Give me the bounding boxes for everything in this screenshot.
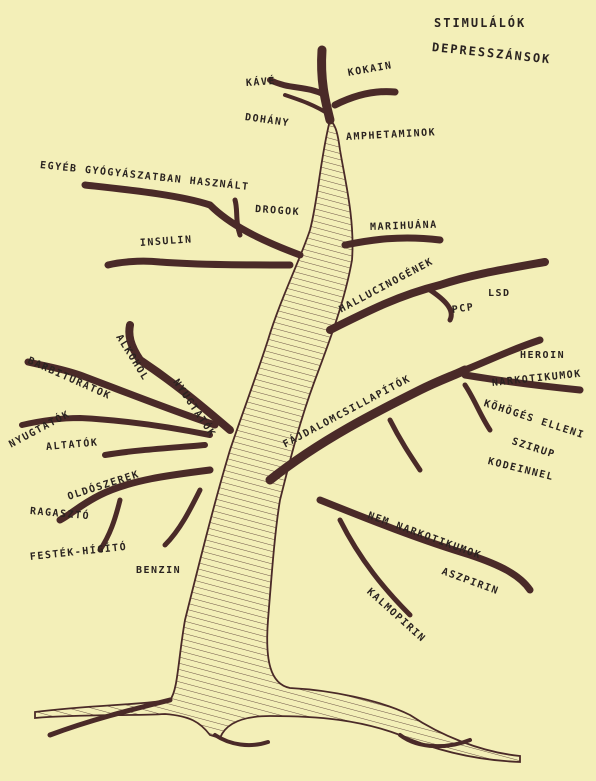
label-kave: KÁVÉ — [246, 76, 277, 89]
label-heroin: HEROIN — [520, 350, 565, 361]
label-lsd: LSD — [488, 288, 511, 299]
root-middle — [215, 735, 268, 745]
branch-drogok — [235, 200, 240, 235]
branch-insulin — [108, 261, 290, 265]
legend-stimulants: STIMULÁLÓK — [434, 16, 526, 30]
branch-pcp — [430, 290, 451, 320]
branch-benzin — [165, 490, 200, 545]
branch-kave — [270, 80, 325, 95]
branch-altatok — [105, 445, 205, 455]
branch-kodein — [390, 420, 420, 470]
branch-kokain — [335, 92, 395, 105]
label-benzin: BENZIN — [136, 565, 181, 576]
branch-marihuana — [345, 238, 440, 245]
label-marihuana: MARIHUÁNA — [370, 220, 438, 233]
